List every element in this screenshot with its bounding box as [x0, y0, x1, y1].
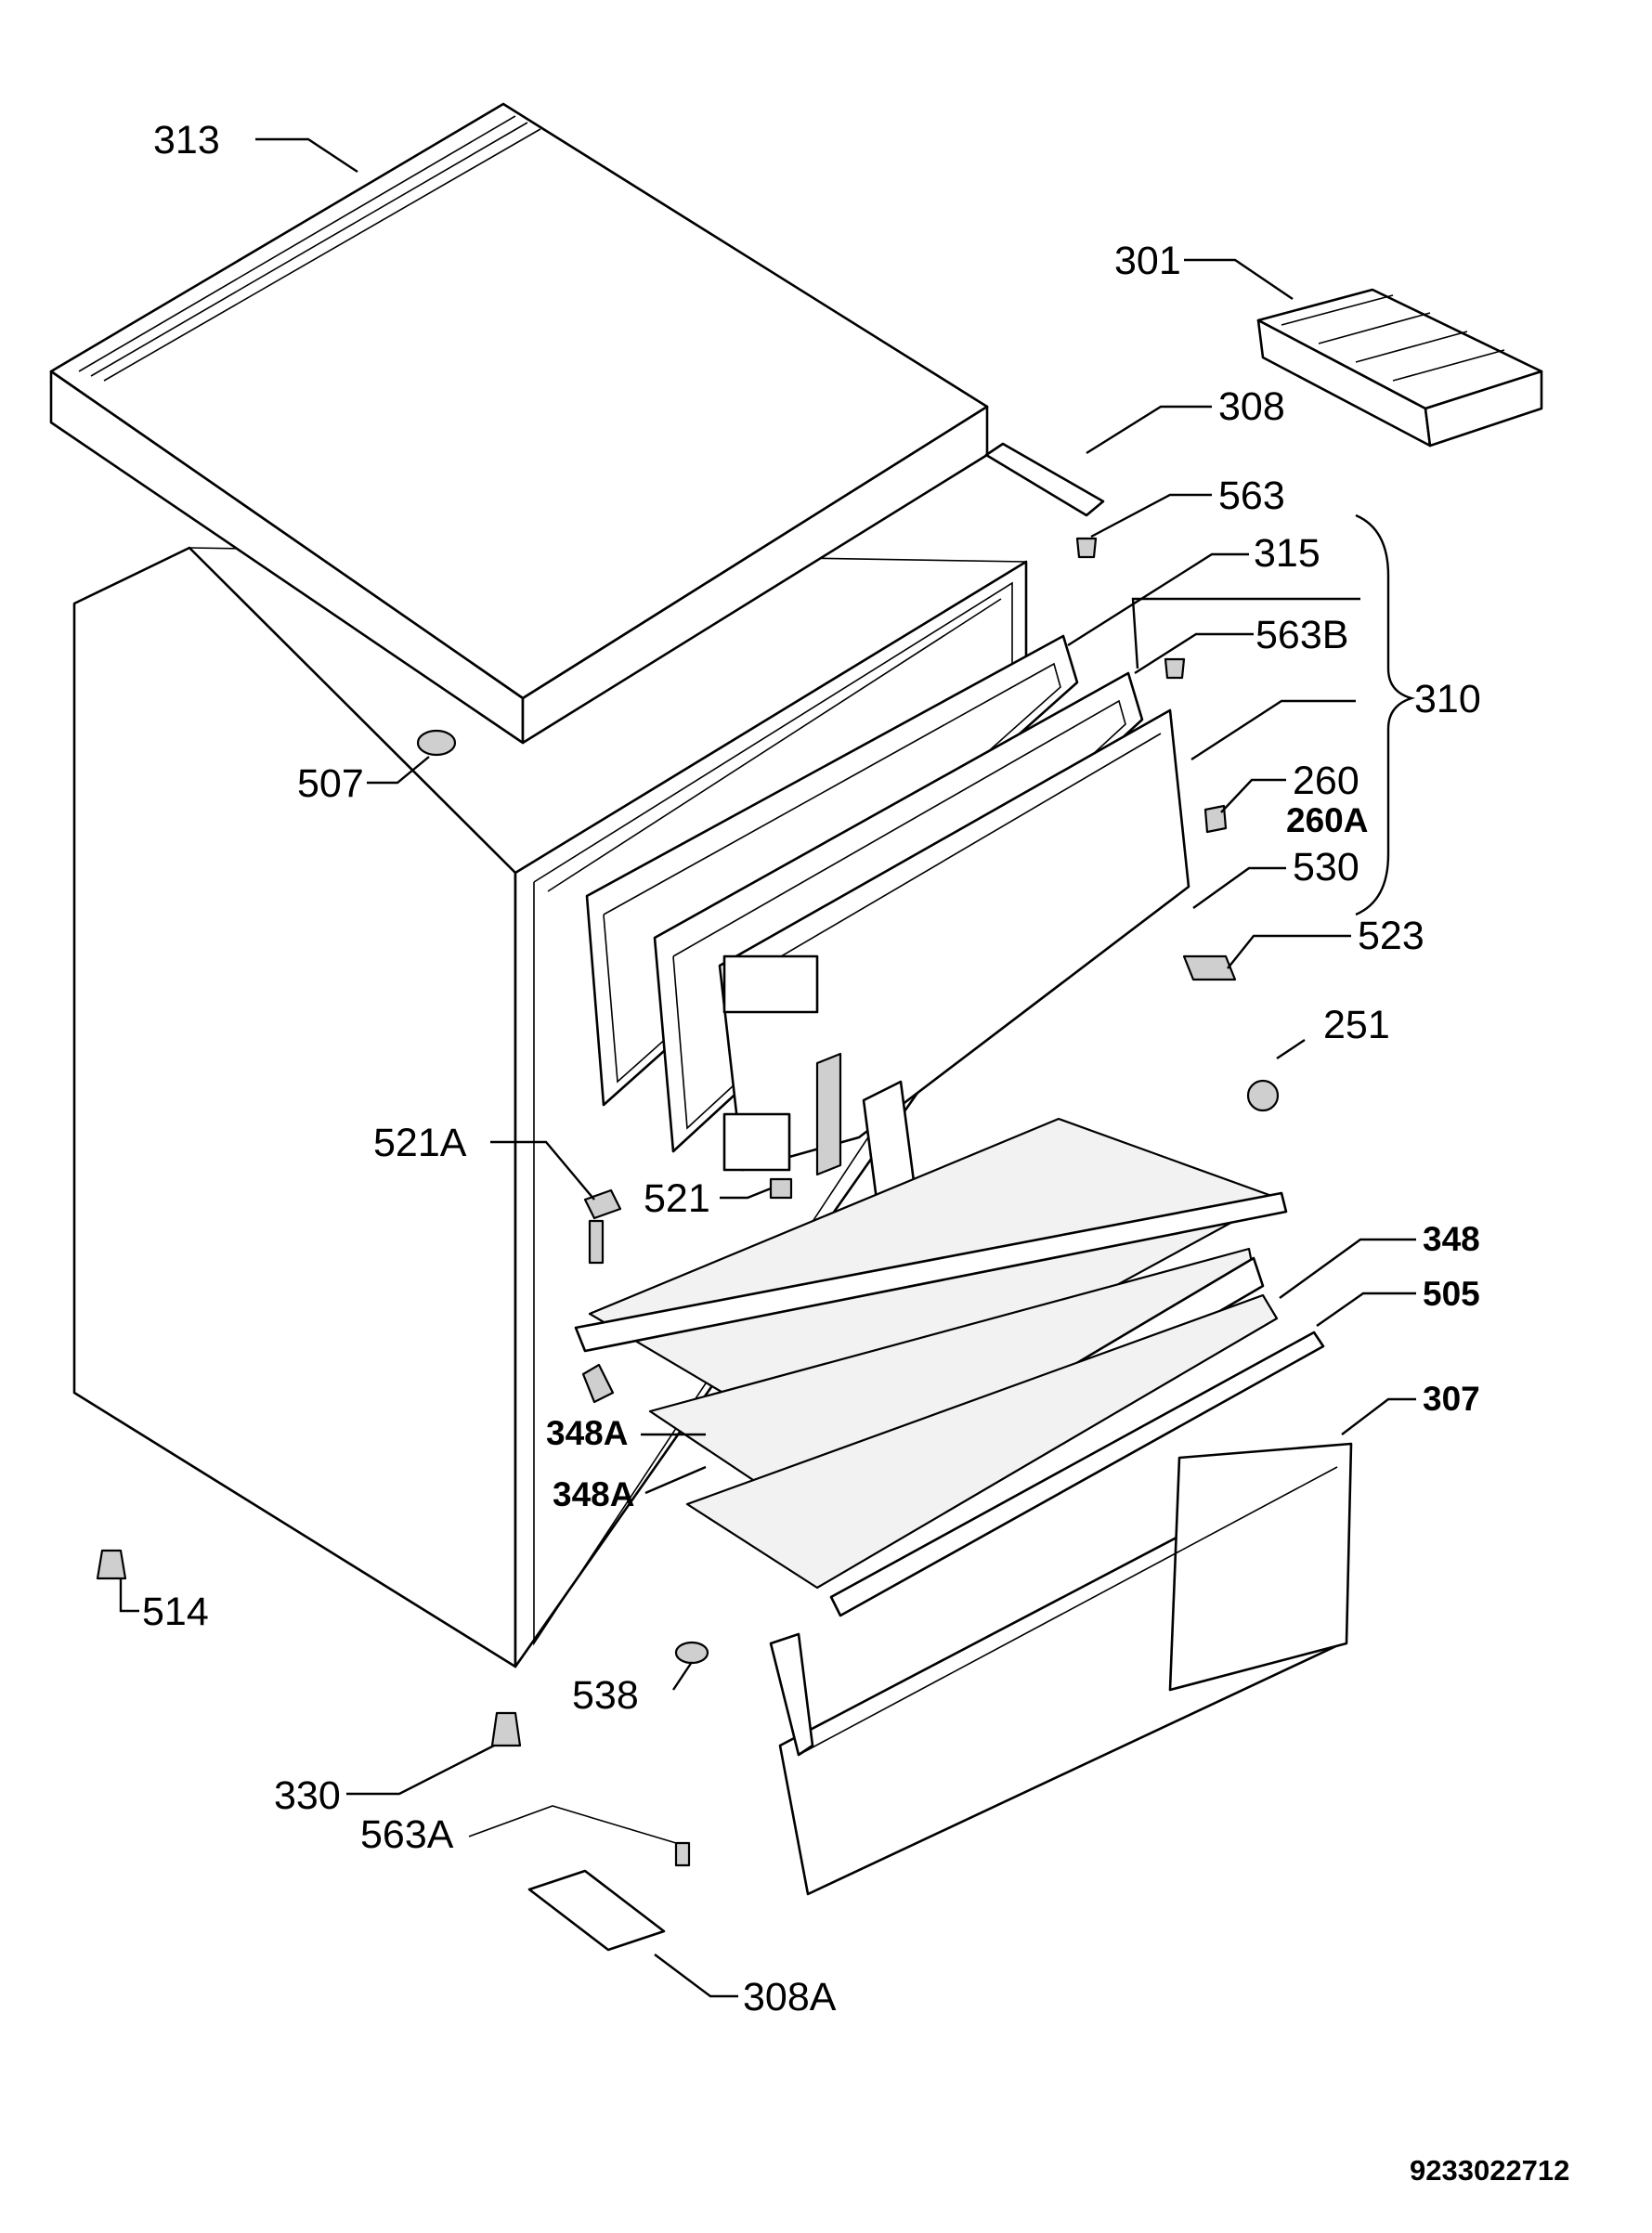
part-label: 251 [1323, 1003, 1390, 1047]
glass-shelf-lower [685, 1293, 1279, 1590]
adjustable-foot-330 [490, 1711, 522, 1747]
support-521 [769, 1177, 793, 1200]
shelf-348 [574, 1117, 1288, 1450]
bottom-hinge-308a [527, 1869, 666, 1952]
group-brace-310 [1355, 513, 1416, 916]
part-label: 514 [142, 1590, 209, 1634]
part-label: 308A [743, 1975, 837, 2019]
part-label: 310 [1414, 677, 1481, 721]
part-label: 521A [373, 1121, 467, 1165]
part-label: 348 [1423, 1220, 1480, 1258]
part-label: 530 [1293, 845, 1359, 889]
knob-507 [416, 729, 457, 757]
plug-251 [1246, 1079, 1280, 1112]
part-label: 523 [1358, 914, 1424, 958]
part-label: 521 [644, 1176, 710, 1221]
part-label: 505 [1423, 1275, 1480, 1313]
part-label: 330 [274, 1773, 341, 1818]
screw-563 [1075, 537, 1098, 559]
door-panel [718, 708, 1190, 1209]
bracket-521a [583, 1188, 622, 1265]
part-label: 538 [572, 1673, 639, 1718]
part-label: 563 [1218, 474, 1285, 518]
hinge-308 [984, 442, 1105, 517]
part-label: 301 [1114, 239, 1181, 283]
crisper-drawer-307 [769, 1442, 1353, 1896]
screw-563b [1164, 657, 1186, 680]
part-label: 507 [297, 761, 364, 806]
part-label: 260A [1286, 801, 1368, 839]
leader-lines [119, 137, 1416, 1998]
part-label: 260 [1293, 759, 1359, 803]
clip-260 [1203, 804, 1228, 834]
spacer-538 [674, 1641, 709, 1665]
shelf-support-348a [581, 1363, 615, 1404]
part-label: 315 [1254, 531, 1320, 576]
part-label: 313 [153, 118, 220, 162]
part-labels: 313 301 308 563 315 563B 310 260 260A 53… [142, 118, 1569, 2187]
part-label: 348A [546, 1414, 628, 1452]
foot-514 [96, 1549, 127, 1580]
pin-523 [1182, 954, 1237, 981]
screw-563a [674, 1841, 691, 1867]
part-label: 307 [1423, 1380, 1480, 1418]
document-number: 9233022712 [1410, 2154, 1569, 2187]
worktop-313 [49, 102, 989, 745]
part-label: 563B [1255, 613, 1348, 657]
part-label: 308 [1218, 384, 1285, 429]
shelf-trim-505 [829, 1331, 1325, 1617]
part-label: 348A [553, 1475, 634, 1513]
ice-tray-301 [1256, 288, 1543, 448]
part-label: 563A [360, 1812, 454, 1857]
